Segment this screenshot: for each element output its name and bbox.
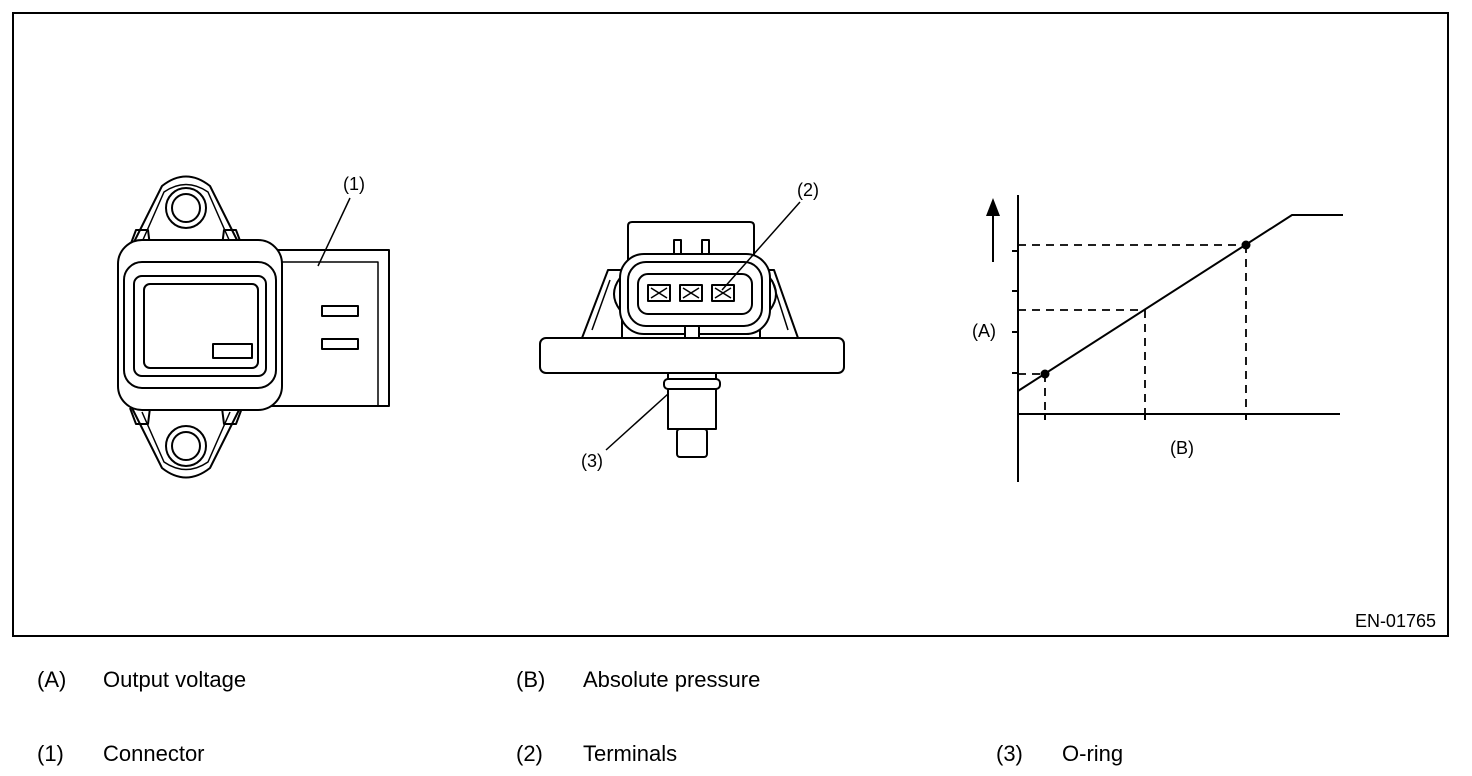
mounting-lug-top bbox=[131, 175, 241, 247]
callout-line-1 bbox=[317, 197, 351, 267]
legend-text-a: Output voltage bbox=[103, 667, 247, 692]
legend-key-2: (2) bbox=[516, 741, 543, 766]
legend-text-1: Connector bbox=[103, 741, 205, 766]
lower-limit-point bbox=[1040, 369, 1050, 379]
sensor-top-view bbox=[117, 175, 390, 479]
label-plate bbox=[212, 343, 253, 359]
o-ring bbox=[663, 378, 721, 390]
callout-1: (1) bbox=[343, 174, 365, 194]
callout-line-3 bbox=[605, 393, 669, 451]
callout-3: (3) bbox=[581, 451, 603, 471]
legend-text-b: Absolute pressure bbox=[583, 667, 761, 692]
legend-key-b: (B) bbox=[516, 667, 546, 692]
figure-frame bbox=[12, 12, 1449, 637]
mounting-hole-bottom bbox=[165, 425, 207, 467]
figure-code: EN-01765 bbox=[1355, 611, 1436, 631]
terminals bbox=[647, 284, 735, 302]
x-axis-label: (B) bbox=[1170, 438, 1194, 458]
terminal-slot-lower bbox=[321, 338, 359, 350]
connector-shell bbox=[619, 253, 771, 335]
legend-text-2: Terminals bbox=[583, 741, 678, 766]
y-axis-label: (A) bbox=[972, 321, 996, 341]
callout-line-2 bbox=[721, 201, 801, 291]
legend-key-a: (A) bbox=[37, 667, 67, 692]
legend-text-3: O-ring bbox=[1062, 741, 1124, 766]
legend-key-3: (3) bbox=[996, 741, 1023, 766]
legend-key-1: (1) bbox=[37, 741, 64, 766]
mounting-lug-bottom bbox=[131, 407, 241, 479]
characteristic-graph bbox=[986, 195, 1343, 482]
nozzle bbox=[667, 388, 717, 430]
mounting-flange bbox=[539, 337, 845, 374]
terminal-slot-upper bbox=[321, 305, 359, 317]
output-characteristic-line bbox=[1017, 214, 1343, 392]
callout-2: (2) bbox=[797, 180, 819, 200]
sensor-front-view bbox=[539, 221, 845, 458]
upper-limit-point bbox=[1241, 240, 1251, 250]
mounting-hole-top bbox=[165, 187, 207, 229]
